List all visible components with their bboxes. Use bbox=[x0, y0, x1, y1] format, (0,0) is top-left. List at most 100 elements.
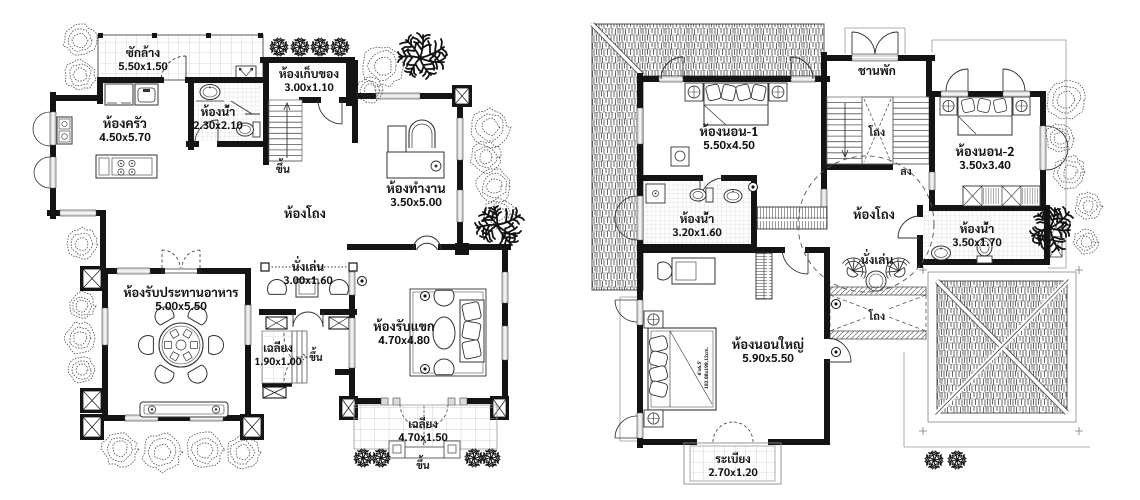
fan-chair-icon bbox=[841, 257, 867, 279]
window bbox=[636, 299, 644, 326]
branch-tree-icon bbox=[397, 32, 448, 80]
label-bath1-dims: 2.30x2.10 bbox=[193, 120, 243, 132]
window bbox=[820, 188, 828, 208]
svg-text:4.70x1.50: 4.70x1.50 bbox=[399, 432, 447, 444]
svg-text:ลง: ลง bbox=[900, 166, 912, 178]
tree-icon bbox=[470, 107, 512, 149]
palm-tree-icon bbox=[947, 450, 967, 470]
label-bedroom1-name: ห้องนอน-1 bbox=[699, 123, 758, 137]
column-post bbox=[240, 414, 264, 440]
washer-icon bbox=[235, 65, 257, 79]
tree-icon bbox=[64, 58, 97, 91]
svg-text:3.20x1.60: 3.20x1.60 bbox=[673, 227, 721, 239]
landscape-first-floor bbox=[62, 23, 525, 474]
window bbox=[928, 171, 936, 191]
column-post bbox=[80, 414, 104, 440]
label-void-label: โถง bbox=[868, 309, 886, 323]
label-laundry-name: ซักล้าง bbox=[126, 45, 160, 58]
svg-text:ห้องนอนใหญ่: ห้องนอนใหญ่ bbox=[731, 337, 805, 352]
room-bathroom-f2b: ห้องน้ำ3.50x1.70 bbox=[897, 205, 1063, 268]
label-dining-dims: 5.00x5.50 bbox=[155, 301, 207, 313]
label-living-name: ห้องรับแขก bbox=[372, 318, 435, 334]
label-sideporch-dims: 1.90x1.00 bbox=[255, 356, 302, 368]
window bbox=[348, 271, 356, 296]
second-floor-plan: ห้องนอน-1 5.50x4.50 ห้องน้ำ 3.20x1.60 ชานพัก… bbox=[590, 22, 1104, 485]
chair-icon bbox=[267, 279, 287, 295]
palm-tree-icon bbox=[924, 450, 944, 470]
side-table-lamp-icon bbox=[768, 82, 788, 102]
label-master-dims: 5.90x5.50 bbox=[742, 353, 794, 363]
svg-text:6'x6.5': 6'x6.5' bbox=[697, 361, 703, 375]
label-frontporch-name: เฉลียง bbox=[408, 417, 438, 429]
svg-text:5.50x4.50: 5.50x4.50 bbox=[704, 140, 755, 152]
column-post bbox=[452, 85, 472, 107]
svg-text:2.30x2.10: 2.30x2.10 bbox=[194, 120, 242, 132]
window bbox=[1039, 125, 1047, 171]
label-bedroom2-dims: 3.50x3.40 bbox=[959, 160, 1011, 170]
sink-icon bbox=[931, 245, 951, 261]
svg-text:ห้องรับแขก: ห้องรับแขก bbox=[372, 319, 435, 334]
svg-text:เฉลียง: เฉลียง bbox=[262, 342, 293, 355]
label-bed-note-ft: 6'x6.5' bbox=[697, 360, 703, 376]
label-living-dims: 4.70x4.80 bbox=[378, 335, 430, 347]
window bbox=[348, 317, 356, 369]
railing-box bbox=[265, 316, 288, 330]
column-post bbox=[339, 396, 358, 420]
label-bath1-name: ห้องน้ำ bbox=[200, 104, 235, 117]
tree-icon bbox=[355, 76, 384, 104]
svg-text:นั่งเล่น: นั่งเล่น bbox=[291, 258, 325, 274]
kitchen-island-stove-icon bbox=[95, 154, 158, 179]
railing-box bbox=[262, 386, 287, 399]
window bbox=[501, 325, 509, 361]
room-hall-f2: ห้องโถง bbox=[797, 155, 935, 293]
sink-icon bbox=[196, 84, 224, 102]
svg-text:ขึ้น: ขึ้น bbox=[309, 350, 323, 364]
tree-icon bbox=[1046, 79, 1086, 120]
svg-text:5.00x5.50: 5.00x5.50 bbox=[156, 301, 207, 313]
svg-text:โถง: โถง bbox=[868, 309, 886, 323]
tree-icon bbox=[62, 23, 98, 56]
window bbox=[116, 267, 151, 275]
label-bedroom2-name: ห้องนอน-2 bbox=[955, 143, 1014, 157]
room-balcony: ระเบียง2.70x1.20 bbox=[683, 421, 782, 485]
svg-text:1.90x1.00: 1.90x1.00 bbox=[255, 356, 301, 368]
desk-icon bbox=[386, 125, 445, 179]
label-bath2a-dims: 3.20x1.60 bbox=[672, 227, 722, 239]
svg-text:4.70x4.80: 4.70x4.80 bbox=[379, 335, 430, 347]
chair-icon bbox=[187, 364, 208, 384]
chair-icon bbox=[208, 335, 224, 355]
ceiling-light-icon bbox=[420, 364, 430, 374]
window bbox=[636, 195, 644, 241]
label-bath2a-name: ห้องน้ำ bbox=[679, 211, 714, 224]
branch-tree-icon bbox=[474, 205, 525, 250]
room-kitchen: ห้องครัว4.50x5.70 bbox=[32, 77, 164, 271]
palm-tree-icon bbox=[481, 448, 501, 468]
svg-text:ห้องโถง: ห้องโถง bbox=[283, 206, 327, 221]
roof-main-square bbox=[919, 266, 1083, 435]
side-table-lamp-icon bbox=[643, 310, 664, 329]
chair-icon bbox=[433, 358, 455, 376]
side-table-lamp-icon bbox=[1012, 96, 1031, 116]
label-kitchen-dims: 4.50x5.70 bbox=[99, 132, 151, 142]
tree-icon bbox=[1072, 228, 1100, 255]
toilet-icon bbox=[689, 187, 714, 203]
label-bedroom1-dims: 5.50x4.50 bbox=[703, 140, 755, 152]
front-steps bbox=[388, 440, 461, 459]
label-master-name: ห้องนอนใหญ่ bbox=[731, 335, 805, 353]
svg-text:ห้องโถง: ห้องโถง bbox=[852, 207, 896, 222]
window bbox=[49, 111, 57, 146]
window bbox=[244, 304, 252, 346]
svg-text:ห้องรับประทานอาหาร: ห้องรับประทานอาหาร bbox=[122, 286, 240, 300]
window bbox=[501, 271, 509, 304]
palm-tree-icon bbox=[330, 37, 350, 57]
tree-icon bbox=[141, 432, 184, 474]
chair-icon bbox=[138, 335, 154, 355]
svg-text:ห้องน้ำ: ห้องน้ำ bbox=[959, 220, 995, 236]
svg-text:5.50x1.50: 5.50x1.50 bbox=[119, 61, 167, 73]
palm-tree-icon bbox=[371, 448, 391, 468]
ceiling-light-icon bbox=[831, 347, 841, 357]
label-storage-name: ห้องเก็บของ bbox=[279, 65, 339, 79]
tree-icon bbox=[69, 290, 97, 319]
